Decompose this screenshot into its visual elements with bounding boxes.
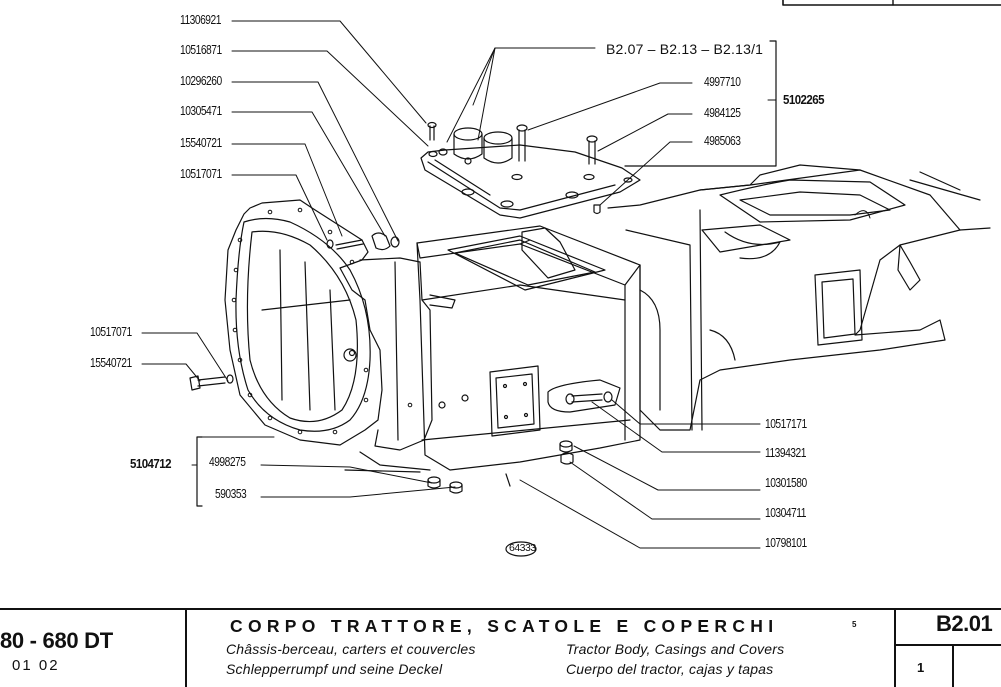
part-number-label: 4997710 bbox=[704, 75, 741, 89]
note-mark: 5 bbox=[852, 620, 857, 629]
rear-axle-housing bbox=[607, 164, 991, 431]
gearbox-casing bbox=[416, 225, 641, 471]
divider bbox=[952, 644, 954, 687]
section-title-french: Châssis-berceau, carters et couvercles bbox=[226, 641, 476, 657]
part-number-label: 590353 bbox=[215, 487, 247, 501]
part-number-label: 4985063 bbox=[704, 134, 741, 148]
part-number-label: 10305471 bbox=[180, 104, 222, 118]
part-number-label: 4984125 bbox=[704, 106, 741, 120]
section-title-italian: CORPO TRATTORE, SCATOLE E COPERCHI bbox=[230, 616, 779, 636]
leader-lines-bottom bbox=[260, 464, 456, 498]
figure-number: 64333 bbox=[509, 542, 536, 554]
cross-reference-pages: B2.07 – B2.13 – B2.13/1 bbox=[606, 41, 764, 57]
top-cover-plate bbox=[420, 127, 641, 219]
page-number: 1 bbox=[917, 660, 925, 675]
section-title-spanish: Cuerpo del tractor, cajas y tapas bbox=[566, 661, 774, 677]
part-number-label: 10301580 bbox=[765, 476, 807, 490]
divider bbox=[894, 608, 896, 687]
part-number-label: 10516871 bbox=[180, 43, 222, 57]
bottom-caps bbox=[344, 451, 463, 494]
bell-housing bbox=[224, 199, 433, 451]
part-number-label: 15540721 bbox=[90, 356, 132, 370]
cover-bolts bbox=[427, 121, 601, 215]
divider bbox=[185, 608, 187, 687]
assembly-number-label: 5102265 bbox=[783, 93, 824, 107]
leader-lines-left bbox=[141, 20, 429, 382]
model-name: 80 - 680 DT bbox=[0, 628, 113, 653]
assembly-number-label: 5104712 bbox=[130, 457, 171, 471]
part-number-label: 10304711 bbox=[765, 506, 806, 520]
frame-corner bbox=[782, 0, 1001, 6]
figure-number-oval bbox=[505, 541, 537, 557]
leader-lines-cover bbox=[446, 47, 693, 206]
tractor-body-illustration bbox=[141, 0, 1001, 557]
part-number-label: 11306921 bbox=[180, 13, 221, 27]
exploded-parts-drawing: 11306921 10516871 10296260 10305471 1554… bbox=[90, 0, 1001, 557]
model-code: 01 02 bbox=[12, 657, 60, 674]
sheet-code: B2.01 bbox=[936, 611, 993, 636]
section-title-german: Schlepperrumpf und seine Deckel bbox=[226, 661, 443, 677]
part-number-label: 10798101 bbox=[765, 536, 807, 550]
part-number-label: 10517171 bbox=[765, 417, 807, 431]
section-title-english: Tractor Body, Casings and Covers bbox=[566, 641, 785, 657]
leader-lines-right bbox=[519, 399, 761, 549]
title-block-border bbox=[0, 608, 1001, 610]
part-number-label: 10296260 bbox=[180, 74, 222, 88]
divider bbox=[894, 644, 1001, 646]
part-number-label: 15540721 bbox=[180, 136, 222, 150]
side-bolts bbox=[505, 391, 613, 487]
part-number-label: 10517071 bbox=[180, 167, 222, 181]
bracket-bottom-assembly bbox=[196, 436, 203, 507]
title-block: 80 - 680 DT 01 02 CORPO TRATTORE, SCATOL… bbox=[0, 608, 1001, 687]
bell-housing-bolts bbox=[189, 232, 400, 391]
part-number-label: 11394321 bbox=[765, 446, 806, 460]
part-number-label: 10517071 bbox=[90, 325, 132, 339]
part-number-label: 4998275 bbox=[209, 455, 246, 469]
bracket-cover-assembly bbox=[624, 40, 777, 167]
